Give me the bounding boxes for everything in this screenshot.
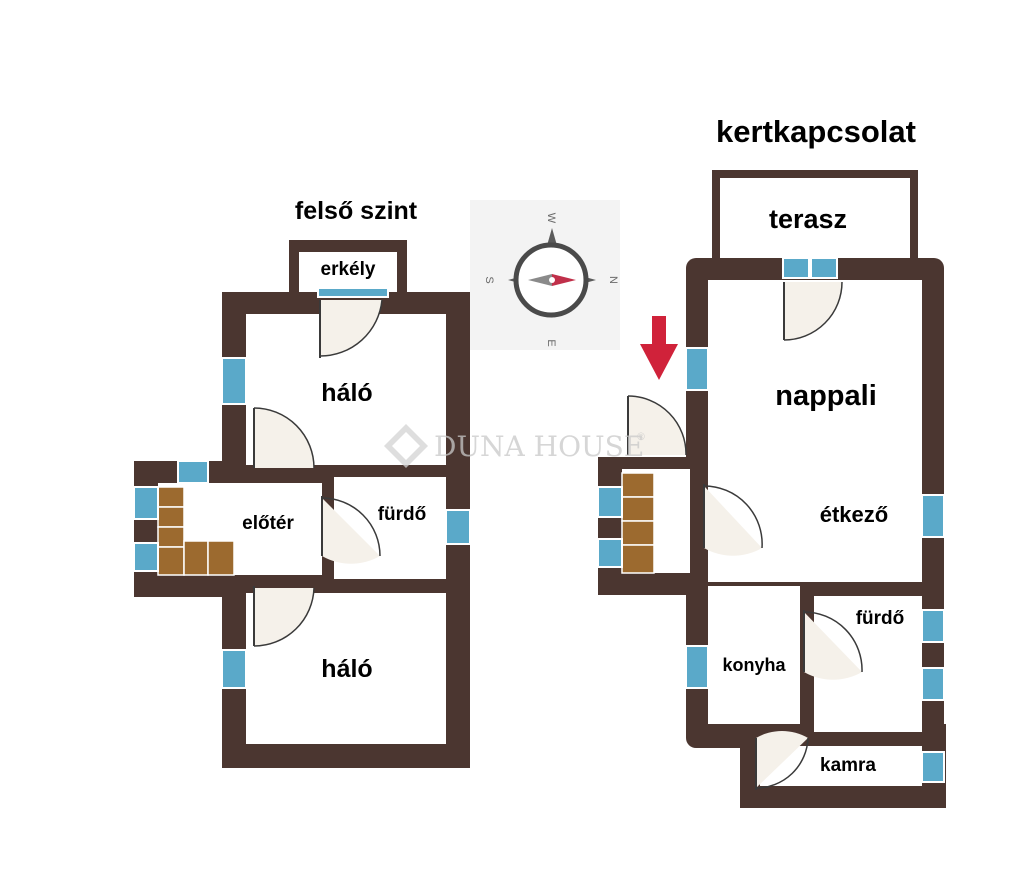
- bathroom-upper-label: fürdő: [378, 504, 427, 525]
- compass-label-n: N: [607, 276, 619, 284]
- upper-floor-title: felső szint: [295, 197, 418, 225]
- compass-pointer-east: [552, 274, 576, 286]
- living-window-west: [685, 347, 709, 391]
- ground-windows: [597, 257, 945, 783]
- dining-window-east: [921, 494, 945, 538]
- bathroom-upper-window: [445, 509, 471, 545]
- upper-windows: [133, 287, 471, 689]
- ground-stair-window-2: [597, 538, 623, 568]
- kitchen-window: [685, 645, 709, 689]
- terrace-label: terasz: [769, 204, 847, 234]
- bathroom-ground-label: fürdő: [856, 608, 905, 629]
- living-room-label: nappali: [775, 380, 877, 412]
- stair-window-2: [133, 542, 159, 572]
- ground-floor-title: kertkapcsolat: [716, 114, 916, 149]
- bedroom-top-window: [221, 357, 247, 405]
- bedroom-bottom-label: háló: [321, 655, 372, 683]
- ground-doors: [627, 281, 863, 790]
- bedroom-top-label: háló: [321, 379, 372, 407]
- kitchen-room: [708, 586, 800, 724]
- ground-stair-window-1: [597, 486, 623, 518]
- upper-floor-plan: felső szint erkély háló előtér fürdő hál…: [133, 197, 471, 768]
- bedroom-bottom-window: [221, 649, 247, 689]
- bathroom-ground-window-2: [921, 667, 945, 701]
- dining-label: étkező: [820, 502, 888, 527]
- stair-window-1: [133, 486, 159, 520]
- bathroom-ground-window-1: [921, 609, 945, 643]
- ground-stair-landing: [656, 469, 690, 573]
- ground-stairs: [621, 472, 655, 574]
- compass-label-e: E: [545, 339, 557, 346]
- upper-stairs: [157, 486, 235, 576]
- terrace-room: [720, 178, 910, 262]
- compass-pointer-west: [528, 274, 552, 286]
- compass-center: [549, 277, 555, 283]
- hallway-label: előtér: [242, 513, 294, 534]
- ground-floor-plan: kertkapcsolat terasz nappali étkező fürd…: [597, 114, 946, 808]
- watermark-text: DUNA HOUSE: [434, 430, 644, 463]
- entrance-arrow: [640, 316, 678, 380]
- kitchen-label: konyha: [722, 655, 786, 675]
- terrace-window-1: [782, 257, 810, 279]
- compass: W E S N: [470, 200, 620, 350]
- balcony-label: erkély: [321, 259, 376, 280]
- upper-doors: [253, 299, 383, 647]
- terrace-window-2: [810, 257, 838, 279]
- duna-house-watermark: DUNA HOUSE ®: [384, 424, 646, 468]
- hallway-window: [177, 460, 209, 484]
- compass-label-w: W: [545, 213, 557, 224]
- pantry-window: [921, 751, 945, 783]
- compass-label-s: S: [483, 276, 495, 283]
- watermark-registered: ®: [636, 432, 646, 443]
- pantry-label: kamra: [820, 755, 876, 776]
- balcony-room: [299, 252, 397, 292]
- balcony-window: [317, 287, 389, 298]
